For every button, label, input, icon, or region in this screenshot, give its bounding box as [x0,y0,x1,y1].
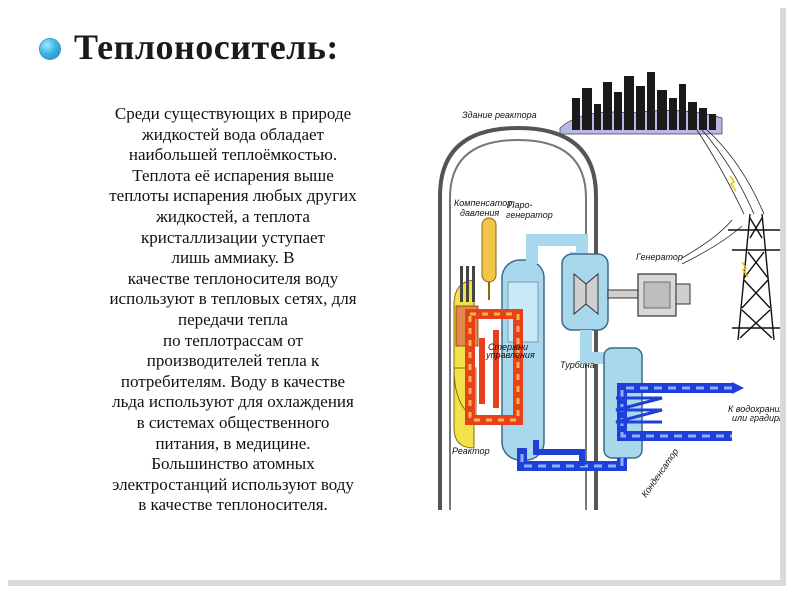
label-cooling-line2: или градирне [732,413,780,423]
label-pressurizer-line1: Компенсатор [454,198,512,208]
generator-unit [637,273,691,317]
bullet-icon [40,39,60,59]
body-line: в системах общественного [136,412,330,432]
turbine-housing [561,253,609,331]
body-line: по теплотрассам от [163,330,303,350]
body-line: Теплота её испарения выше [132,165,334,185]
body-line: передачи тепла [178,309,288,329]
label-steam-generator-line2: генератор [506,210,553,220]
body-line: Большинство атомных [151,454,315,474]
feedwater-return-pipe [517,440,627,471]
nuclear-plant-diagram: Здание реактора Компенсатор давления Пар… [432,68,800,519]
turbine-shaft [607,289,639,299]
body-line: электростанций используют воду [112,474,354,494]
label-control-rods-line2: управления [485,350,535,360]
body-text: Среди существующих в природе жидкостей в… [62,104,404,516]
primary-coolant-loop [465,309,523,425]
label-condenser: Конденсатор [639,447,680,500]
label-turbine: Турбина [560,360,595,370]
pressurizer-vessel [481,217,497,300]
label-pressurizer-line2: давления [460,208,499,218]
label-reactor: Реактор [452,446,490,456]
body-line: жидкостей, а теплота [156,206,310,226]
body-line: используют в тепловых сетях, для [109,289,357,309]
body-line: жидкостей вода обладает [142,124,324,144]
body-line: потребителям. Воду в качестве [120,371,346,391]
body-line: производителей тепла к [146,351,320,371]
body-line: Среди существующих в природе [114,104,352,123]
cooling-water-loop [615,383,732,441]
label-cooling-line1: К водохранилищу [728,404,780,414]
power-line-wires [681,129,765,265]
body-line: лишь аммиаку. В [171,248,295,268]
electric-spark-icon [729,175,749,278]
slide-title: Теплоноситель: [74,27,339,67]
body-line: качестве теплоносителя воду [127,268,339,288]
body-line: наибольшей теплоёмкостью. [128,145,338,165]
title-row: Теплоноситель: [40,26,339,68]
label-steam-generator-line1: Паро- [508,200,533,210]
body-line: кристаллизации уступает [141,227,325,247]
label-control-rods-line1: Стержни [488,342,528,352]
label-reactor-building: Здание реактора [462,110,537,120]
cooling-outflow-arrow-icon [732,382,744,394]
body-line: теплоты испарения любых других [109,186,357,206]
body-line: в качестве теплоносителя. [138,495,328,515]
city-skyline-icon [559,72,723,135]
transmission-tower-icon [728,213,784,341]
body-line: питания, в медицине. [155,433,311,453]
reactor-building-outline [438,125,598,510]
label-generator: Генератор [636,252,683,262]
body-line: льда используют для охлаждения [112,392,354,412]
